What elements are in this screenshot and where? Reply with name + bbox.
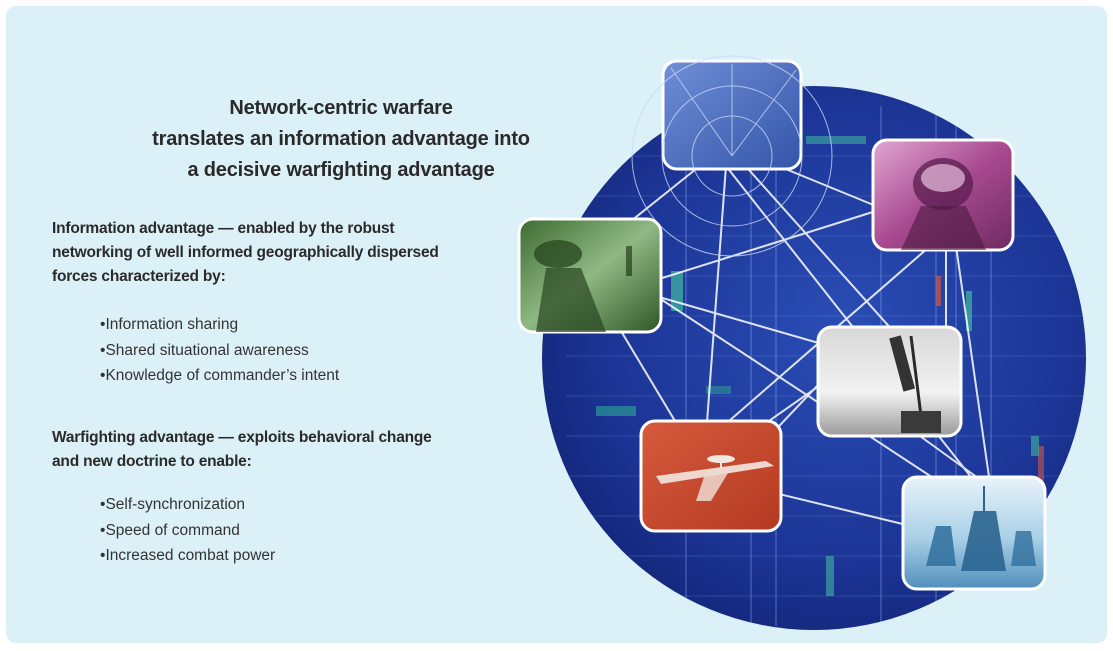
- warfighting-heading-line-2: and new doctrine to enable:: [52, 453, 252, 470]
- figure-panel: Network-centric warfare translates an in…: [6, 6, 1107, 643]
- awacs-aircraft-photo: [639, 419, 783, 533]
- information-heading-line-2: networking of well informed geographical…: [52, 244, 439, 261]
- list-item: Shared situational awareness: [100, 338, 339, 364]
- title-line-2: translates an information advantage into: [152, 128, 530, 150]
- information-heading-line-3: forces characterized by:: [52, 268, 226, 285]
- warfighting-heading-line-1: Warfighting advantage — exploits behavio…: [52, 429, 432, 446]
- list-item: Self-synchronization: [100, 492, 275, 518]
- list-item: Increased combat power: [100, 543, 275, 569]
- list-item: Speed of command: [100, 518, 275, 544]
- radar-map-photo: [631, 55, 833, 257]
- list-item: Information sharing: [100, 312, 339, 338]
- list-item: Knowledge of commander’s intent: [100, 363, 339, 389]
- information-heading-line-1: Information advantage — enabled by the r…: [52, 220, 395, 237]
- information-advantage-heading: Information advantage — enabled by the r…: [52, 217, 522, 289]
- network-diagram: [517, 55, 1086, 630]
- title-line-1: Network-centric warfare: [229, 97, 453, 119]
- radar-antenna-photo: [816, 325, 963, 438]
- warships-photo: [901, 475, 1047, 591]
- title-line-3: a decisive warfighting advantage: [187, 159, 495, 181]
- figure-title: Network-centric warfare translates an in…: [126, 93, 556, 186]
- warfighting-advantage-heading: Warfighting advantage — exploits behavio…: [52, 426, 522, 474]
- infantry-soldiers-photo: [517, 217, 663, 334]
- information-advantage-list: Information sharing Shared situational a…: [100, 312, 339, 389]
- fighter-pilot-photo: [871, 138, 1015, 252]
- warfighting-advantage-list: Self-synchronization Speed of command In…: [100, 492, 275, 569]
